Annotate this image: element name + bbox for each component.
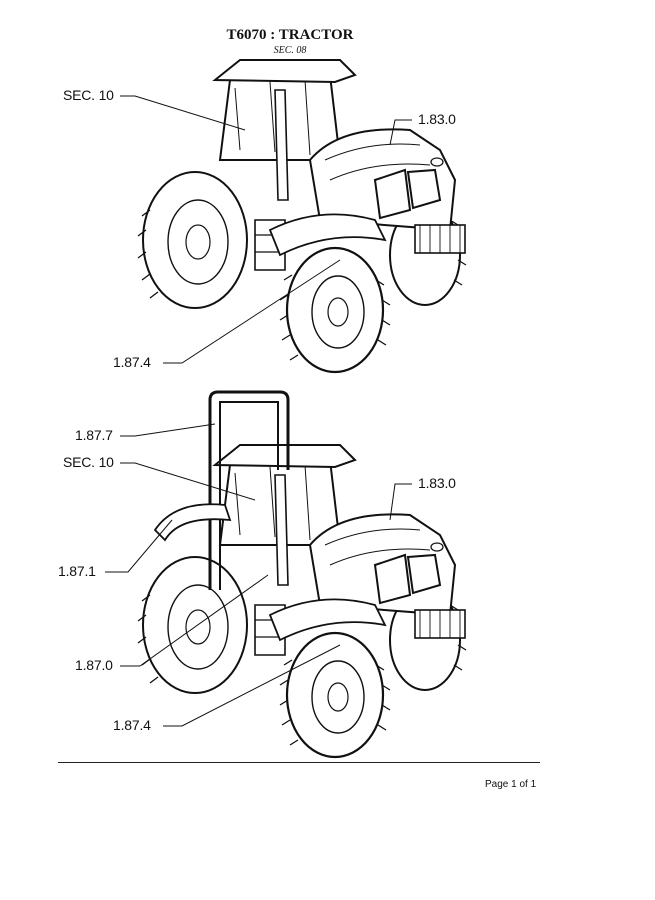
page-number: Page 1 of 1 <box>485 779 537 790</box>
callout-top-sec10: SEC. 10 <box>63 87 114 103</box>
callout-bottom-hood: 1.83.0 <box>418 475 456 491</box>
callout-bottom-fender: 1.87.4 <box>113 717 151 733</box>
callout-bottom-rops: 1.87.7 <box>75 427 113 443</box>
footer-divider <box>58 762 540 763</box>
section-subtitle: SEC. 08 <box>273 45 307 56</box>
page-title: T6070 : TRACTOR <box>226 27 354 43</box>
callout-bottom-steps: 1.87.0 <box>75 657 113 673</box>
callout-bottom-rear-fender: 1.87.1 <box>58 563 96 579</box>
callout-top-hood: 1.83.0 <box>418 111 456 127</box>
callout-bottom-sec10: SEC. 10 <box>63 454 114 470</box>
callout-top-fender: 1.87.4 <box>113 354 151 370</box>
